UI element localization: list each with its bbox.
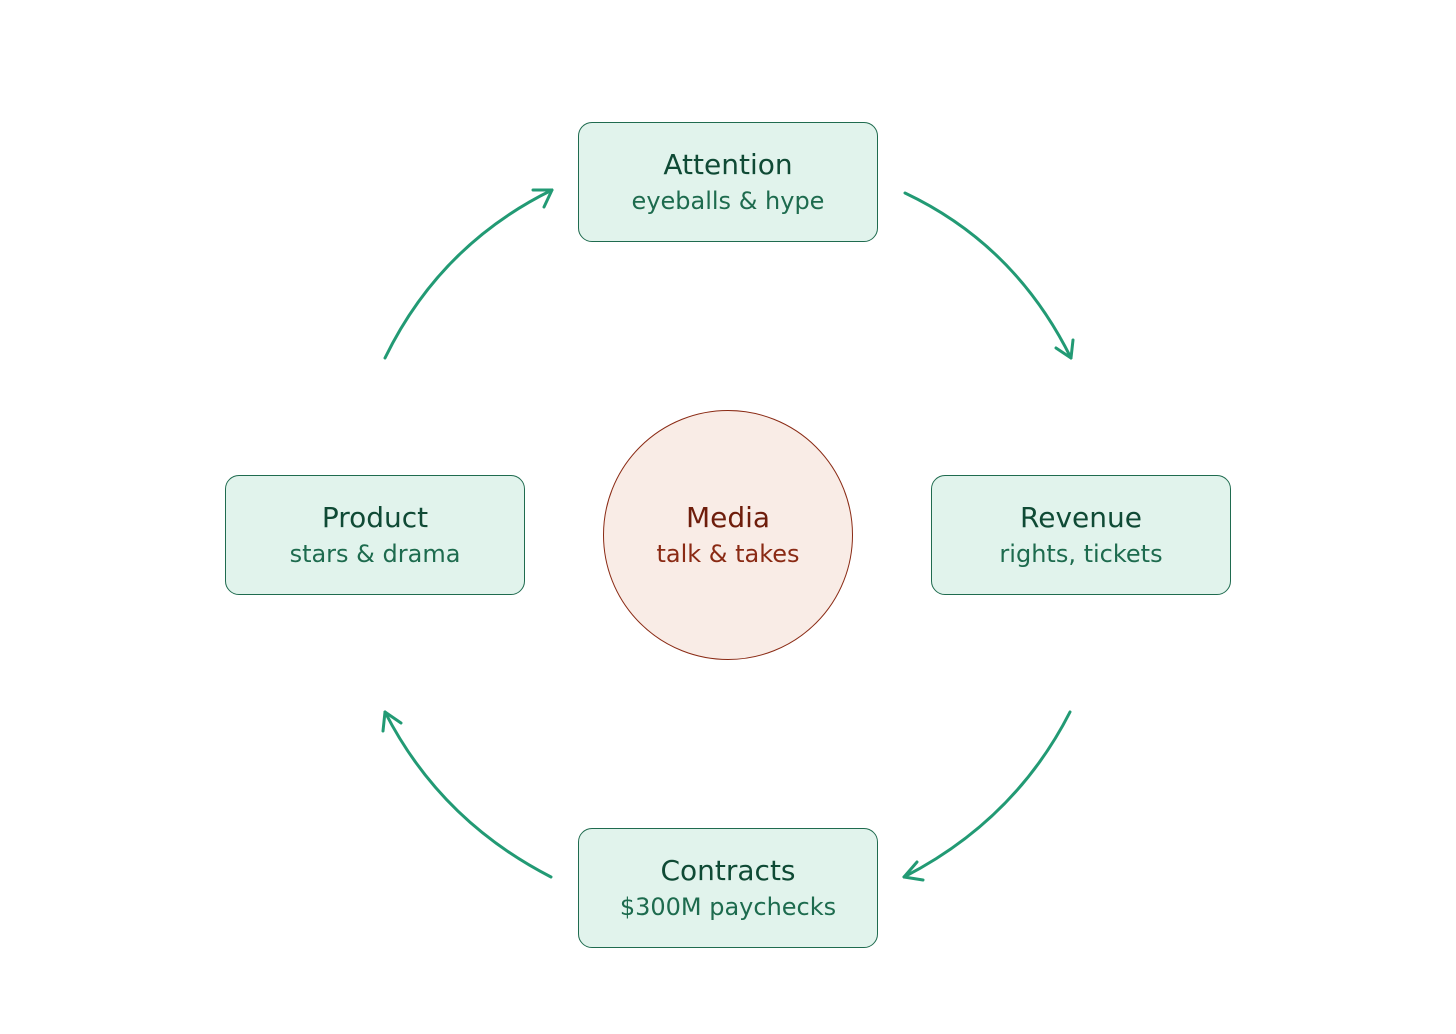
node-revenue-title: Revenue [1020, 501, 1142, 534]
hub-title: Media [685, 501, 771, 534]
node-contracts-subtitle: $300M paychecks [619, 893, 837, 921]
node-contracts: Contracts $300M paychecks [578, 828, 878, 948]
node-contracts-title: Contracts [660, 854, 796, 887]
node-revenue: Revenue rights, tickets [931, 475, 1231, 595]
node-attention-subtitle: eyeballs & hype [631, 187, 825, 215]
node-revenue-subtitle: rights, tickets [999, 540, 1163, 568]
hub-media: Media talk & takes [603, 410, 853, 660]
arrow-revenue-to-contracts [902, 710, 1072, 882]
node-attention-title: Attention [663, 148, 793, 181]
arrow-product-to-attention [383, 188, 554, 360]
node-product: Product stars & drama [225, 475, 525, 595]
hub-subtitle: talk & takes [656, 540, 800, 568]
arrow-attention-to-revenue [903, 191, 1075, 360]
arrow-contracts-to-product [381, 710, 553, 879]
node-product-title: Product [321, 501, 429, 534]
node-attention: Attention eyeballs & hype [578, 122, 878, 242]
node-product-subtitle: stars & drama [289, 540, 461, 568]
